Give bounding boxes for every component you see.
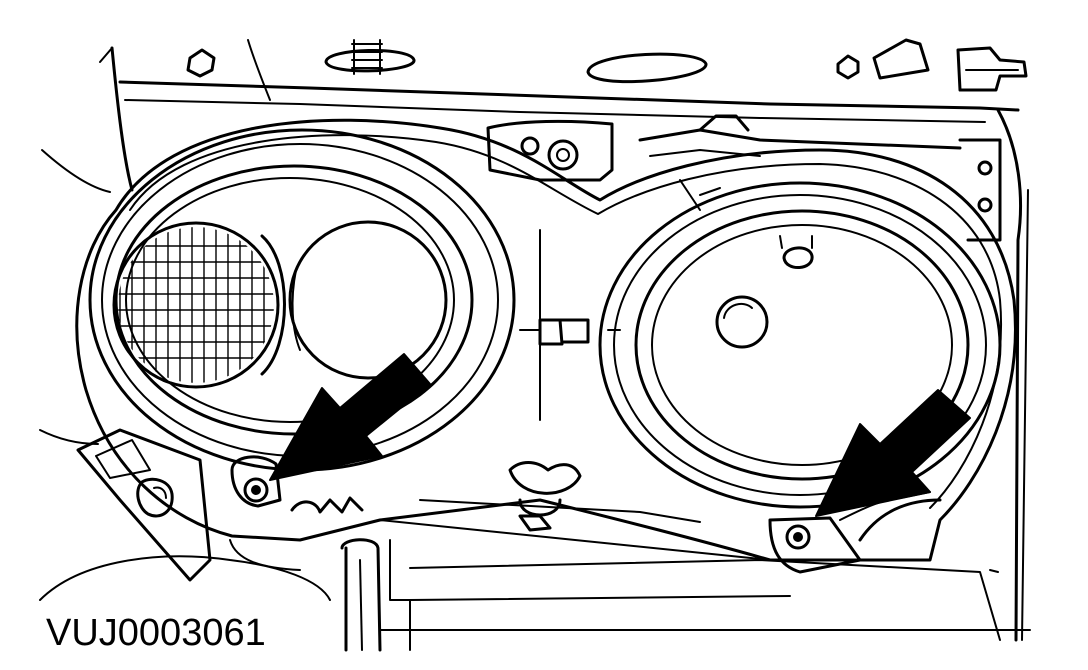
right-screw [785,524,811,550]
tachometer-dial [112,221,280,389]
center-switch [538,318,564,346]
clip-nut [836,54,860,80]
mount-boss [547,139,579,171]
right-gauge-pod [598,181,1002,509]
left-gauge-pod [88,128,516,472]
vent-slot [586,52,708,84]
figure-code: VUJ0003061 [46,612,266,654]
bolt-hole [977,160,993,176]
mounting-bracket [39,428,331,601]
dashboard-frame [41,38,1029,642]
lower-column [229,538,1031,652]
left-screw [243,477,269,503]
gauge-spindle [715,295,769,349]
speedometer-dial [288,220,448,380]
right-arrow [815,389,971,517]
left-arrow [269,353,431,481]
callout-arrows [269,353,971,517]
clip-nut [186,48,216,78]
bolt-hole [977,197,993,213]
